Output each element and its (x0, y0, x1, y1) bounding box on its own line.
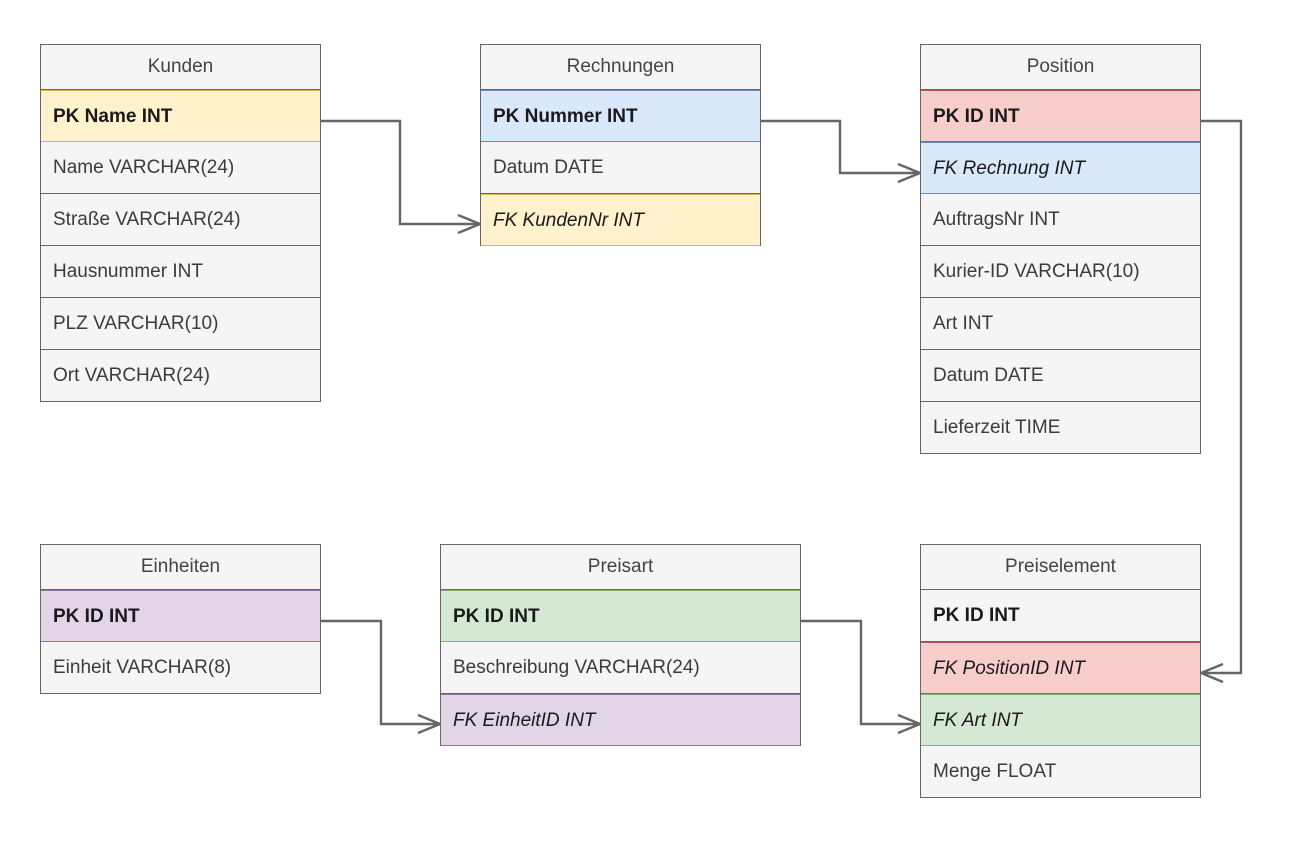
entity-title-einheiten: Einheiten (41, 545, 320, 590)
attribute-row-pk[interactable]: PK ID INT (441, 590, 800, 642)
attribute-row[interactable]: PLZ VARCHAR(10) (41, 298, 320, 350)
entity-title-preiselement: Preiselement (921, 545, 1200, 590)
attribute-row[interactable]: Lieferzeit TIME (921, 402, 1200, 454)
relationship-einheiten-preisart (321, 619, 441, 735)
attribute-row[interactable]: Menge FLOAT (921, 746, 1200, 798)
entity-title-rechnungen: Rechnungen (481, 45, 760, 90)
entity-title-kunden: Kunden (41, 45, 320, 90)
crows-foot-icon (457, 213, 481, 235)
attribute-row[interactable]: Straße VARCHAR(24) (41, 194, 320, 246)
attribute-row-pk[interactable]: PK ID INT (41, 590, 320, 642)
relationship-preisart-preiselement (801, 619, 921, 735)
crows-foot-icon (417, 713, 441, 735)
relationship-kunden-rechnungen (321, 119, 481, 235)
attribute-row-pk[interactable]: PK ID INT (921, 590, 1200, 642)
attribute-row[interactable]: Kurier-ID VARCHAR(10) (921, 246, 1200, 298)
relationship-rechnungen-position (761, 119, 921, 184)
attribute-row-pk[interactable]: PK Nummer INT (481, 90, 760, 142)
attribute-row[interactable]: Datum DATE (481, 142, 760, 194)
attribute-row-fk[interactable]: FK PositionID INT (921, 642, 1200, 694)
attribute-row-fk[interactable]: FK Rechnung INT (921, 142, 1200, 194)
attribute-row[interactable]: Name VARCHAR(24) (41, 142, 320, 194)
attribute-row[interactable]: Beschreibung VARCHAR(24) (441, 642, 800, 694)
attribute-row-pk[interactable]: PK ID INT (921, 90, 1200, 142)
crows-foot-icon (897, 162, 921, 184)
attribute-row[interactable]: Ort VARCHAR(24) (41, 350, 320, 402)
attribute-row-fk[interactable]: FK EinheitID INT (441, 694, 800, 746)
attribute-row[interactable]: Art INT (921, 298, 1200, 350)
attribute-row-fk[interactable]: FK KundenNr INT (481, 194, 760, 246)
entity-title-preisart: Preisart (441, 545, 800, 590)
entity-title-position: Position (921, 45, 1200, 90)
attribute-row[interactable]: Datum DATE (921, 350, 1200, 402)
crows-foot-icon (897, 713, 921, 735)
attribute-row[interactable]: Einheit VARCHAR(8) (41, 642, 320, 694)
crows-foot-icon (1200, 662, 1224, 684)
attribute-row-pk[interactable]: PK Name INT (41, 90, 320, 142)
attribute-row-fk[interactable]: FK Art INT (921, 694, 1200, 746)
attribute-row[interactable]: AuftragsNr INT (921, 194, 1200, 246)
attribute-row[interactable]: Hausnummer INT (41, 246, 320, 298)
relationship-position-preiselement (1200, 119, 1243, 684)
